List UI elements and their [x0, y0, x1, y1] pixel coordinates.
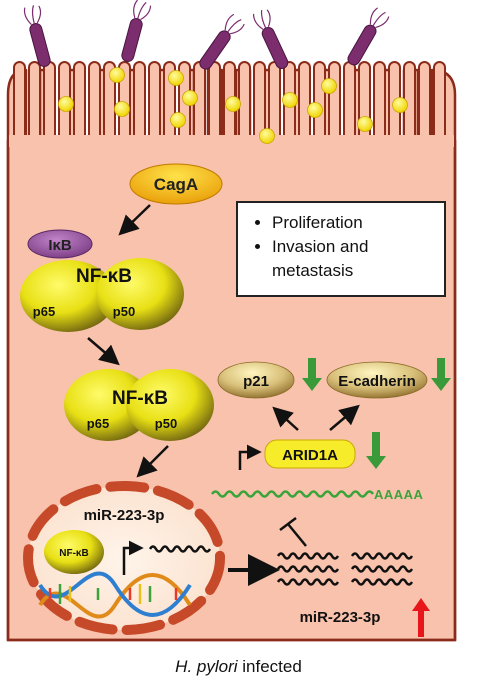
bacterium-icon	[121, 0, 152, 62]
mir-nucleus-label: miR-223-3p	[84, 507, 165, 524]
mir-cytoplasm-label: miR-223-3p	[300, 609, 381, 626]
ecadherin-label: E-cadherin	[338, 373, 416, 390]
effect-item: Proliferation	[272, 211, 444, 235]
arrow-nfkb-translocate	[87, 337, 120, 366]
arrow-arid1a-to-ecadherin	[329, 404, 360, 431]
arid1a-label: ARID1A	[282, 447, 338, 464]
caption-status: infected	[242, 657, 302, 676]
nfkb-label-1: NF-κB	[76, 266, 132, 287]
arrow-caga-to-nfkb	[118, 204, 151, 236]
inhibition-mir-to-arid1a	[279, 517, 307, 547]
effect-item: Invasion and metastasis	[272, 235, 444, 283]
nucleus: miR-223-3p NF-κB	[23, 481, 225, 635]
nfkb-label-2: NF-κB	[112, 388, 168, 409]
ikb-node: IκB	[27, 229, 93, 259]
nuclear-transcript	[148, 545, 212, 553]
down-arrow-icon	[431, 358, 451, 391]
p65-label-1: p65	[33, 304, 55, 319]
p21-label: p21	[243, 373, 269, 390]
poly-a-tail: AAAAA	[374, 487, 424, 502]
caption-species: H. pylori	[175, 657, 238, 676]
p21-node: p21	[217, 361, 295, 399]
p65-label-2: p65	[87, 416, 109, 431]
dna-helix-icon	[38, 571, 192, 619]
arid1a-node: ARID1A	[264, 439, 356, 469]
arid1a-promoter-arrow	[238, 444, 262, 470]
nfkb-complex-2: NF-κB p65 p50	[64, 369, 214, 441]
nfkb-small-label: NF-κB	[59, 548, 88, 559]
figure-caption: H. pylori infected	[0, 657, 477, 677]
down-arrow-icon	[302, 358, 322, 391]
bacterium-icon	[199, 13, 245, 70]
p50-label-2: p50	[155, 416, 177, 431]
promoter-arrow	[122, 540, 144, 575]
bacteria	[23, 0, 390, 70]
arrow-nfkb-to-nucleus	[136, 445, 169, 478]
bacterium-icon	[23, 5, 51, 67]
arid1a-mrna: AAAAA	[210, 487, 424, 502]
effects-box: Proliferation Invasion and metastasis	[236, 201, 446, 297]
caga-node: CagA	[129, 163, 223, 205]
bacterium-icon	[252, 9, 289, 70]
down-arrow-icon	[366, 432, 386, 469]
mir-strands	[276, 552, 414, 586]
nfkb-complex-1: NF-κB p65 p50	[20, 258, 184, 332]
effects-list: Proliferation Invasion and metastasis	[238, 211, 444, 283]
ecadherin-node: E-cadherin	[326, 361, 428, 399]
cagA-vesicles	[58, 67, 408, 144]
caga-label: CagA	[154, 175, 198, 194]
bacterium-icon	[347, 7, 390, 66]
p50-label-1: p50	[113, 304, 135, 319]
ikb-label: IκB	[48, 237, 72, 254]
arrow-arid1a-to-p21	[272, 406, 299, 431]
up-arrow-icon	[412, 598, 430, 637]
